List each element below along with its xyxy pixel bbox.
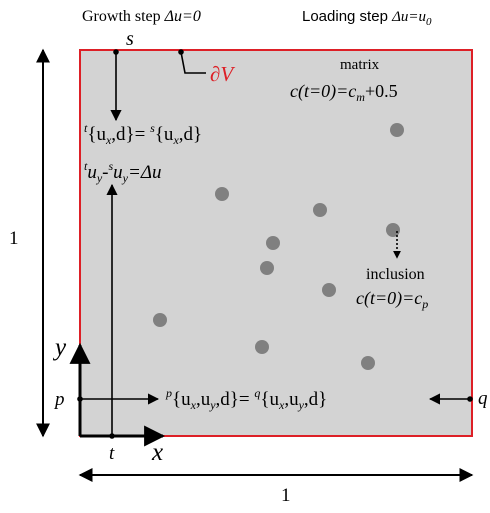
inclusion-particle: [153, 313, 167, 327]
point-q-marker: [467, 396, 473, 402]
inclusion-particle: [215, 187, 229, 201]
boundary-leader-line: [180, 51, 206, 74]
inclusion-label: inclusion: [366, 266, 425, 283]
height-dimension-label: 1: [9, 228, 19, 249]
boundary-label: ∂V: [210, 62, 235, 86]
equation-displacement-y: tuy-suy=Δu: [84, 159, 161, 185]
equation-periodic-x: t{ux,d}= s{ux,d}: [84, 121, 202, 147]
width-dimension-label: 1: [281, 485, 291, 506]
equation-periodic-p-q: p{ux,uy,d}= q{ux,uy,d}: [165, 386, 327, 412]
inclusions: [153, 123, 404, 370]
y-axis-label: y: [52, 334, 67, 361]
inclusion-particle: [260, 261, 274, 275]
inclusion-concentration: c(t=0)=cp: [356, 288, 428, 311]
label-p: p: [53, 389, 65, 410]
point-t-marker: [109, 433, 115, 439]
label-s: s: [126, 28, 134, 50]
inclusion-particle: [322, 283, 336, 297]
x-axis-label: x: [151, 439, 163, 466]
loading-step-label: Loading step Δu=u0: [302, 8, 432, 28]
inclusion-particle: [386, 223, 400, 237]
matrix-label: matrix: [340, 57, 380, 73]
inclusion-particle: [313, 203, 327, 217]
label-q: q: [478, 388, 488, 409]
label-t: t: [109, 443, 115, 464]
growth-step-label: Growth step Δu=0: [82, 8, 201, 25]
matrix-concentration: c(t=0)=cm+0.5: [290, 81, 398, 104]
inclusion-particle: [390, 123, 404, 137]
inclusion-particle: [255, 340, 269, 354]
inclusion-particle: [361, 356, 375, 370]
inclusion-particle: [266, 236, 280, 250]
